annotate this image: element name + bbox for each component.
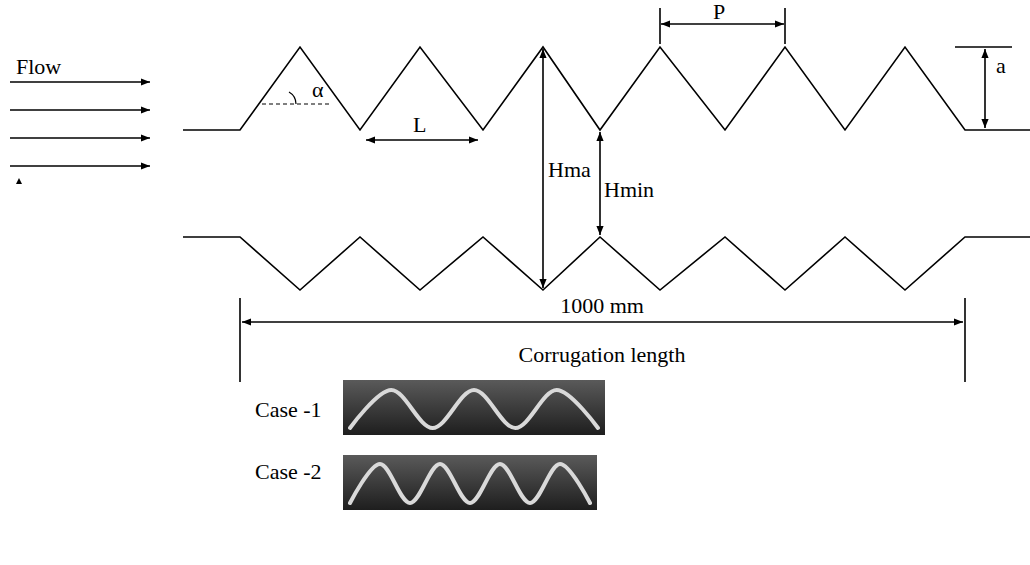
- angle-label: α: [312, 78, 324, 102]
- angle-arc: [289, 92, 296, 104]
- dimension-label: P: [713, 0, 725, 24]
- flow-label: Flow: [14, 55, 63, 79]
- dimension-label: Hma: [548, 158, 591, 182]
- case-1-photo: [343, 380, 605, 435]
- case-label: Case -1: [255, 398, 322, 422]
- flow-arrows: [10, 82, 150, 166]
- dimension-label: a: [996, 54, 1006, 78]
- length-tick: [239, 298, 241, 382]
- bottom-wall: [183, 237, 1030, 290]
- length-tick: [964, 298, 966, 382]
- amplitude-tick: [955, 46, 1012, 48]
- small-mark: [16, 178, 22, 184]
- hmin-dimension: [599, 132, 601, 235]
- top-wall: [183, 47, 1030, 130]
- amplitude-dimension: [984, 49, 986, 128]
- hmax-dimension: [542, 49, 544, 288]
- case-label: Case -2: [255, 460, 322, 484]
- pitch-tick: [784, 8, 786, 44]
- corrugation-length-dimension: [242, 321, 963, 323]
- dimension-label: L: [413, 113, 426, 137]
- caption-label: Corrugation length: [519, 343, 686, 367]
- case-2-photo: [343, 455, 597, 510]
- dimension-label: Hmin: [604, 178, 654, 202]
- pitch-tick: [659, 8, 661, 44]
- dimension-label: 1000 mm: [558, 294, 646, 318]
- length-dimension: [366, 139, 478, 141]
